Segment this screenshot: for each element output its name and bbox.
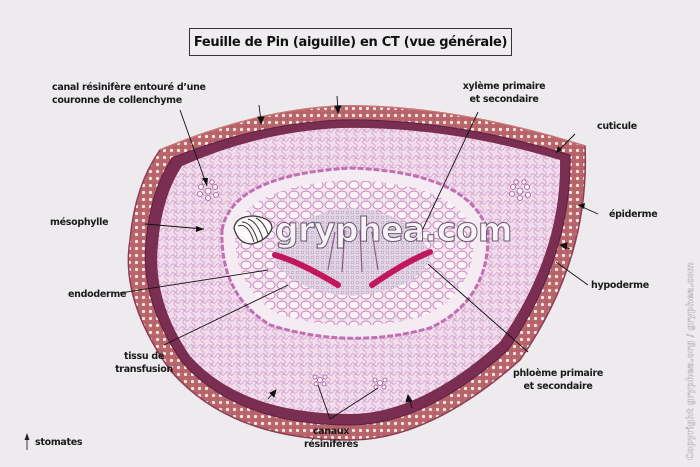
label-line: canaux (312, 426, 350, 437)
phloem-band-left (272, 252, 341, 288)
label-tissu-transfusion: tissu de transfusion (104, 350, 184, 376)
phloem-band-right (369, 249, 433, 288)
label-canaux-resiniferes: canaux résinifères (296, 425, 366, 451)
legend-stomates: stomates (35, 437, 83, 448)
label-line: résinifères (303, 439, 359, 450)
arrowheads (196, 146, 585, 232)
copyright-text: Copyright gryphea.org / gryphea.com (686, 262, 697, 460)
label-hypoderme: hypoderme (591, 280, 649, 291)
resin-canal-upper-right (509, 179, 531, 201)
label-line: et secondaire (523, 381, 593, 392)
leader-lines (119, 109, 599, 420)
label-canal-resinifere: canal résinifère entouré d’une couronne … (52, 81, 206, 107)
label-phloeme: phloème primaire et secondaire (503, 367, 613, 393)
label-line: phloème primaire (512, 368, 604, 379)
label-endoderme: endoderme (68, 289, 127, 300)
xylem-rays (327, 229, 379, 273)
label-cuticule: cuticule (597, 121, 637, 132)
label-line: canal résinifère entouré d’une (52, 82, 206, 93)
label-line: xylème primaire (462, 81, 546, 92)
resin-canal-lower-left (312, 374, 328, 387)
label-line: transfusion (115, 364, 173, 375)
label-line: tissu de (123, 351, 165, 362)
arrow-up-icon (24, 433, 30, 450)
gryphea-shell-icon (233, 215, 273, 245)
label-mesophylle: mésophylle (50, 217, 109, 228)
label-line: couronne de collenchyme (52, 95, 182, 106)
diagram-title: Feuille de Pin (aiguille) en CT (vue gén… (193, 34, 508, 50)
resin-canal-lower-right (372, 377, 388, 390)
stomata-arrows (257, 95, 571, 409)
watermark-text: gryphea.com (275, 210, 513, 250)
label-line: et secondaire (469, 94, 539, 105)
label-epiderme: épiderme (609, 209, 658, 220)
diagram-title-box: Feuille de Pin (aiguille) en CT (vue gén… (189, 28, 512, 56)
label-xyleme: xylème primaire et secondaire (449, 80, 559, 106)
